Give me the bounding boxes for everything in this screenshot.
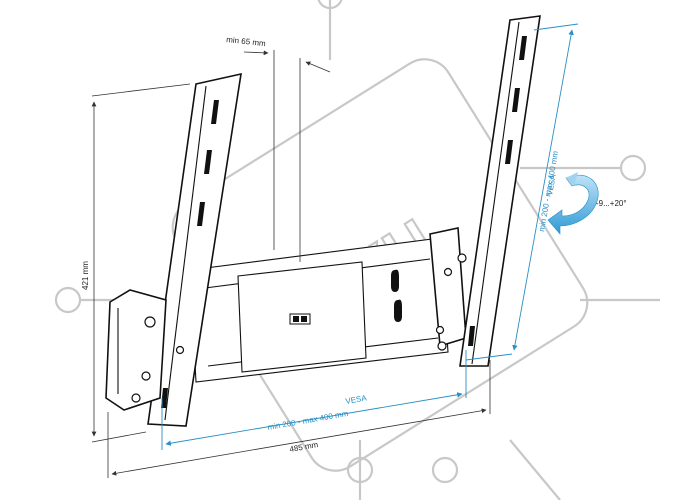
- wall-slot-2: [394, 299, 402, 322]
- tilt-range-label: -9...+20°: [596, 199, 627, 208]
- tilt-indicator: -9...+20°: [547, 172, 627, 235]
- left-hinge: [105, 289, 185, 411]
- dimension-min-depth: min 65 mm: [226, 35, 331, 262]
- center-lock: [289, 313, 311, 325]
- wall-slot-1: [391, 269, 399, 292]
- height-label: 421 mm: [81, 261, 90, 290]
- tilt-arrow-icon: [547, 174, 599, 235]
- vesa-horizontal-title: VESA: [345, 393, 368, 406]
- min-depth-label: min 65 mm: [226, 35, 267, 48]
- vesa-horizontal-range: min 200 - max 400 mm: [267, 409, 349, 432]
- mount-drawing: [105, 15, 541, 427]
- width-label: 485 mm: [289, 440, 319, 454]
- vesa-vertical-title: VESA: [545, 173, 558, 196]
